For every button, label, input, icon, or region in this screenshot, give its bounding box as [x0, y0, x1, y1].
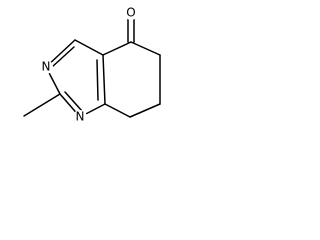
bond-c2-methyl: [23, 93, 61, 117]
bond-c4a-c4: [74, 39, 104, 56]
chemical-structure-diagram: O N N: [23, 6, 161, 124]
bond-c7-c8: [129, 103, 161, 118]
bond-c5-c6: [130, 41, 161, 56]
bond-c2-n1-inner: [64, 91, 83, 112]
nitrogen-atom-upper: N: [39, 60, 53, 74]
oxygen-atom: O: [124, 6, 138, 20]
bond-c4a-c5: [102, 41, 132, 56]
bond-c4-n3-inner: [51, 46, 75, 68]
bond-c8a-c4a: [102, 54, 106, 105]
nitrogen-atom-lower: N: [73, 110, 87, 124]
bond-c8a-c4a-inner: [96, 59, 99, 101]
nitrogen-upper-label: N: [42, 60, 51, 74]
bond-c8-c8a: [104, 103, 131, 118]
oxygen-label: O: [126, 6, 135, 20]
nitrogen-lower-label: N: [76, 110, 85, 124]
